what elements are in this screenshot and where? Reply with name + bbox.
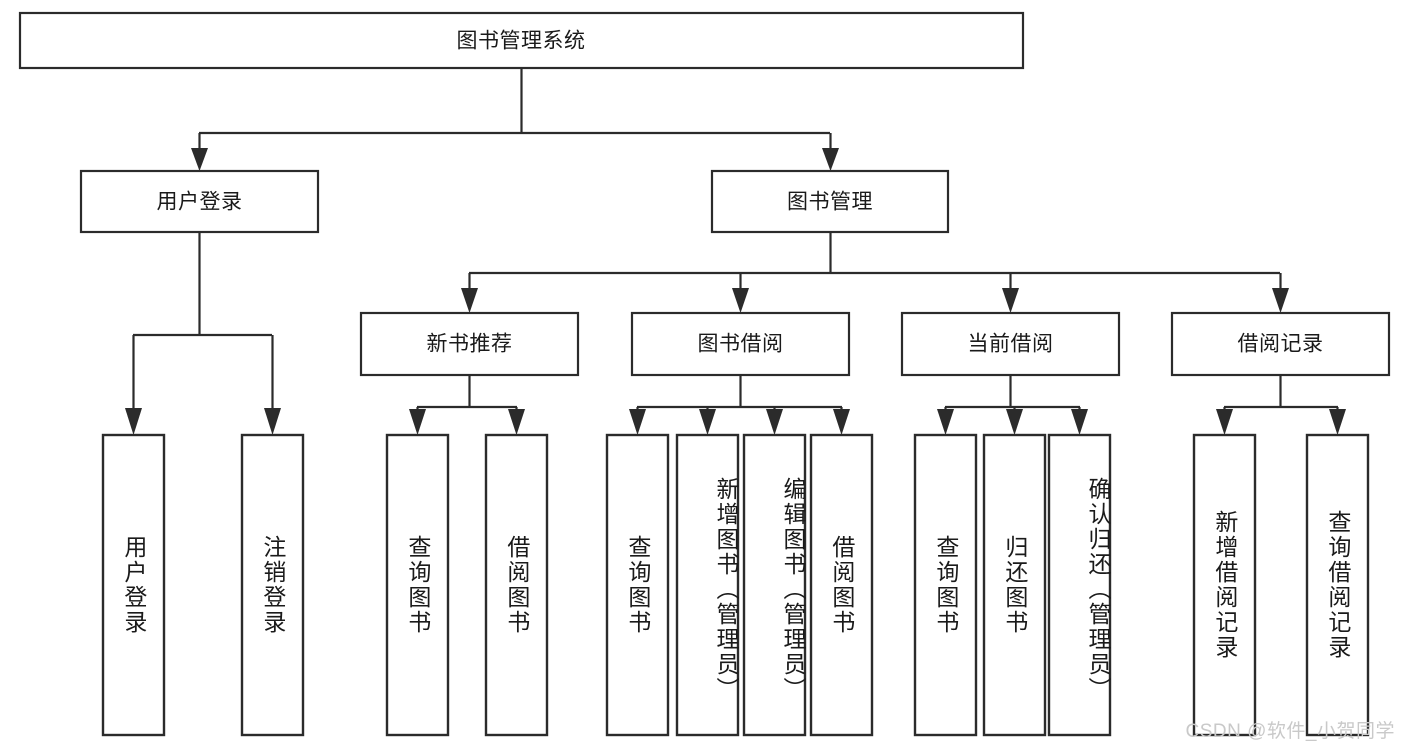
node-new-book-recommend-box[interactable] xyxy=(359,311,580,377)
connector-book-borrow-to-leaves xyxy=(629,375,850,435)
leaf-box-query-book-2[interactable] xyxy=(605,433,670,737)
leaf-box-add-borrow-record[interactable] xyxy=(1192,433,1257,737)
node-book-borrow-label: 图书借阅 xyxy=(698,333,784,356)
leaf-box-return-book[interactable] xyxy=(982,433,1047,737)
csdn-watermark: CSDN @软件_小贺同学 xyxy=(1185,721,1395,742)
node-new-book-recommend-label: 新书推荐 xyxy=(427,333,513,356)
node-current-borrow-label: 当前借阅 xyxy=(968,333,1054,356)
leaf-box-logout[interactable] xyxy=(240,433,305,737)
leaf-box-query-book-1[interactable] xyxy=(385,433,450,737)
connector-book-manage-to-level2 xyxy=(461,232,1289,313)
leaf-box-borrow-book-1[interactable] xyxy=(484,433,549,737)
connector-root-to-level1 xyxy=(191,68,839,171)
arrow-to-new-book-recommend xyxy=(461,288,478,313)
arrow-to-leaf-logout xyxy=(264,408,281,435)
leaf-box-query-book-3[interactable] xyxy=(913,433,978,737)
node-current-borrow-box[interactable] xyxy=(900,311,1121,377)
leaf-box-query-borrow-record[interactable] xyxy=(1305,433,1370,737)
connector-borrow-record-to-leaves xyxy=(1216,375,1346,435)
node-root[interactable]: 图书管理系统 xyxy=(18,11,1025,70)
leaf-box-edit-book-admin[interactable] xyxy=(742,433,807,737)
connector-current-borrow-to-leaves xyxy=(937,375,1088,435)
node-book-manage-label: 图书管理 xyxy=(787,191,873,214)
arrow-to-current-borrow xyxy=(1002,288,1019,313)
arrow-to-borrow-record xyxy=(1272,288,1289,313)
arrow-to-leaf-user-login xyxy=(125,408,142,435)
leaf-box-add-book-admin[interactable] xyxy=(675,433,740,737)
node-root-label: 图书管理系统 xyxy=(457,30,586,53)
leaf-box-borrow-book-2[interactable] xyxy=(809,433,874,737)
leaf-box-confirm-return-admin[interactable] xyxy=(1047,433,1112,737)
node-borrow-record-label: 借阅记录 xyxy=(1238,333,1324,356)
leaf-box-user-login[interactable] xyxy=(101,433,166,737)
node-user-login[interactable]: 用户登录 xyxy=(79,169,320,234)
node-book-borrow[interactable]: 图书借阅 xyxy=(630,311,851,377)
node-new-book-recommend[interactable]: 新书推荐 xyxy=(359,311,580,377)
node-current-borrow[interactable]: 当前借阅 xyxy=(900,311,1121,377)
node-borrow-record[interactable]: 借阅记录 xyxy=(1170,311,1391,377)
arrow-to-user-login xyxy=(191,148,208,171)
arrow-to-book-borrow xyxy=(732,288,749,313)
node-root-box[interactable] xyxy=(18,11,1025,70)
node-user-login-label: 用户登录 xyxy=(157,191,243,214)
arrow-to-book-manage xyxy=(822,148,839,171)
connector-new-book-recommend-to-leaves xyxy=(409,375,525,435)
node-book-manage[interactable]: 图书管理 xyxy=(710,169,950,234)
connector-user-login-to-leaves xyxy=(125,232,281,435)
node-user-login-box[interactable] xyxy=(79,169,320,234)
